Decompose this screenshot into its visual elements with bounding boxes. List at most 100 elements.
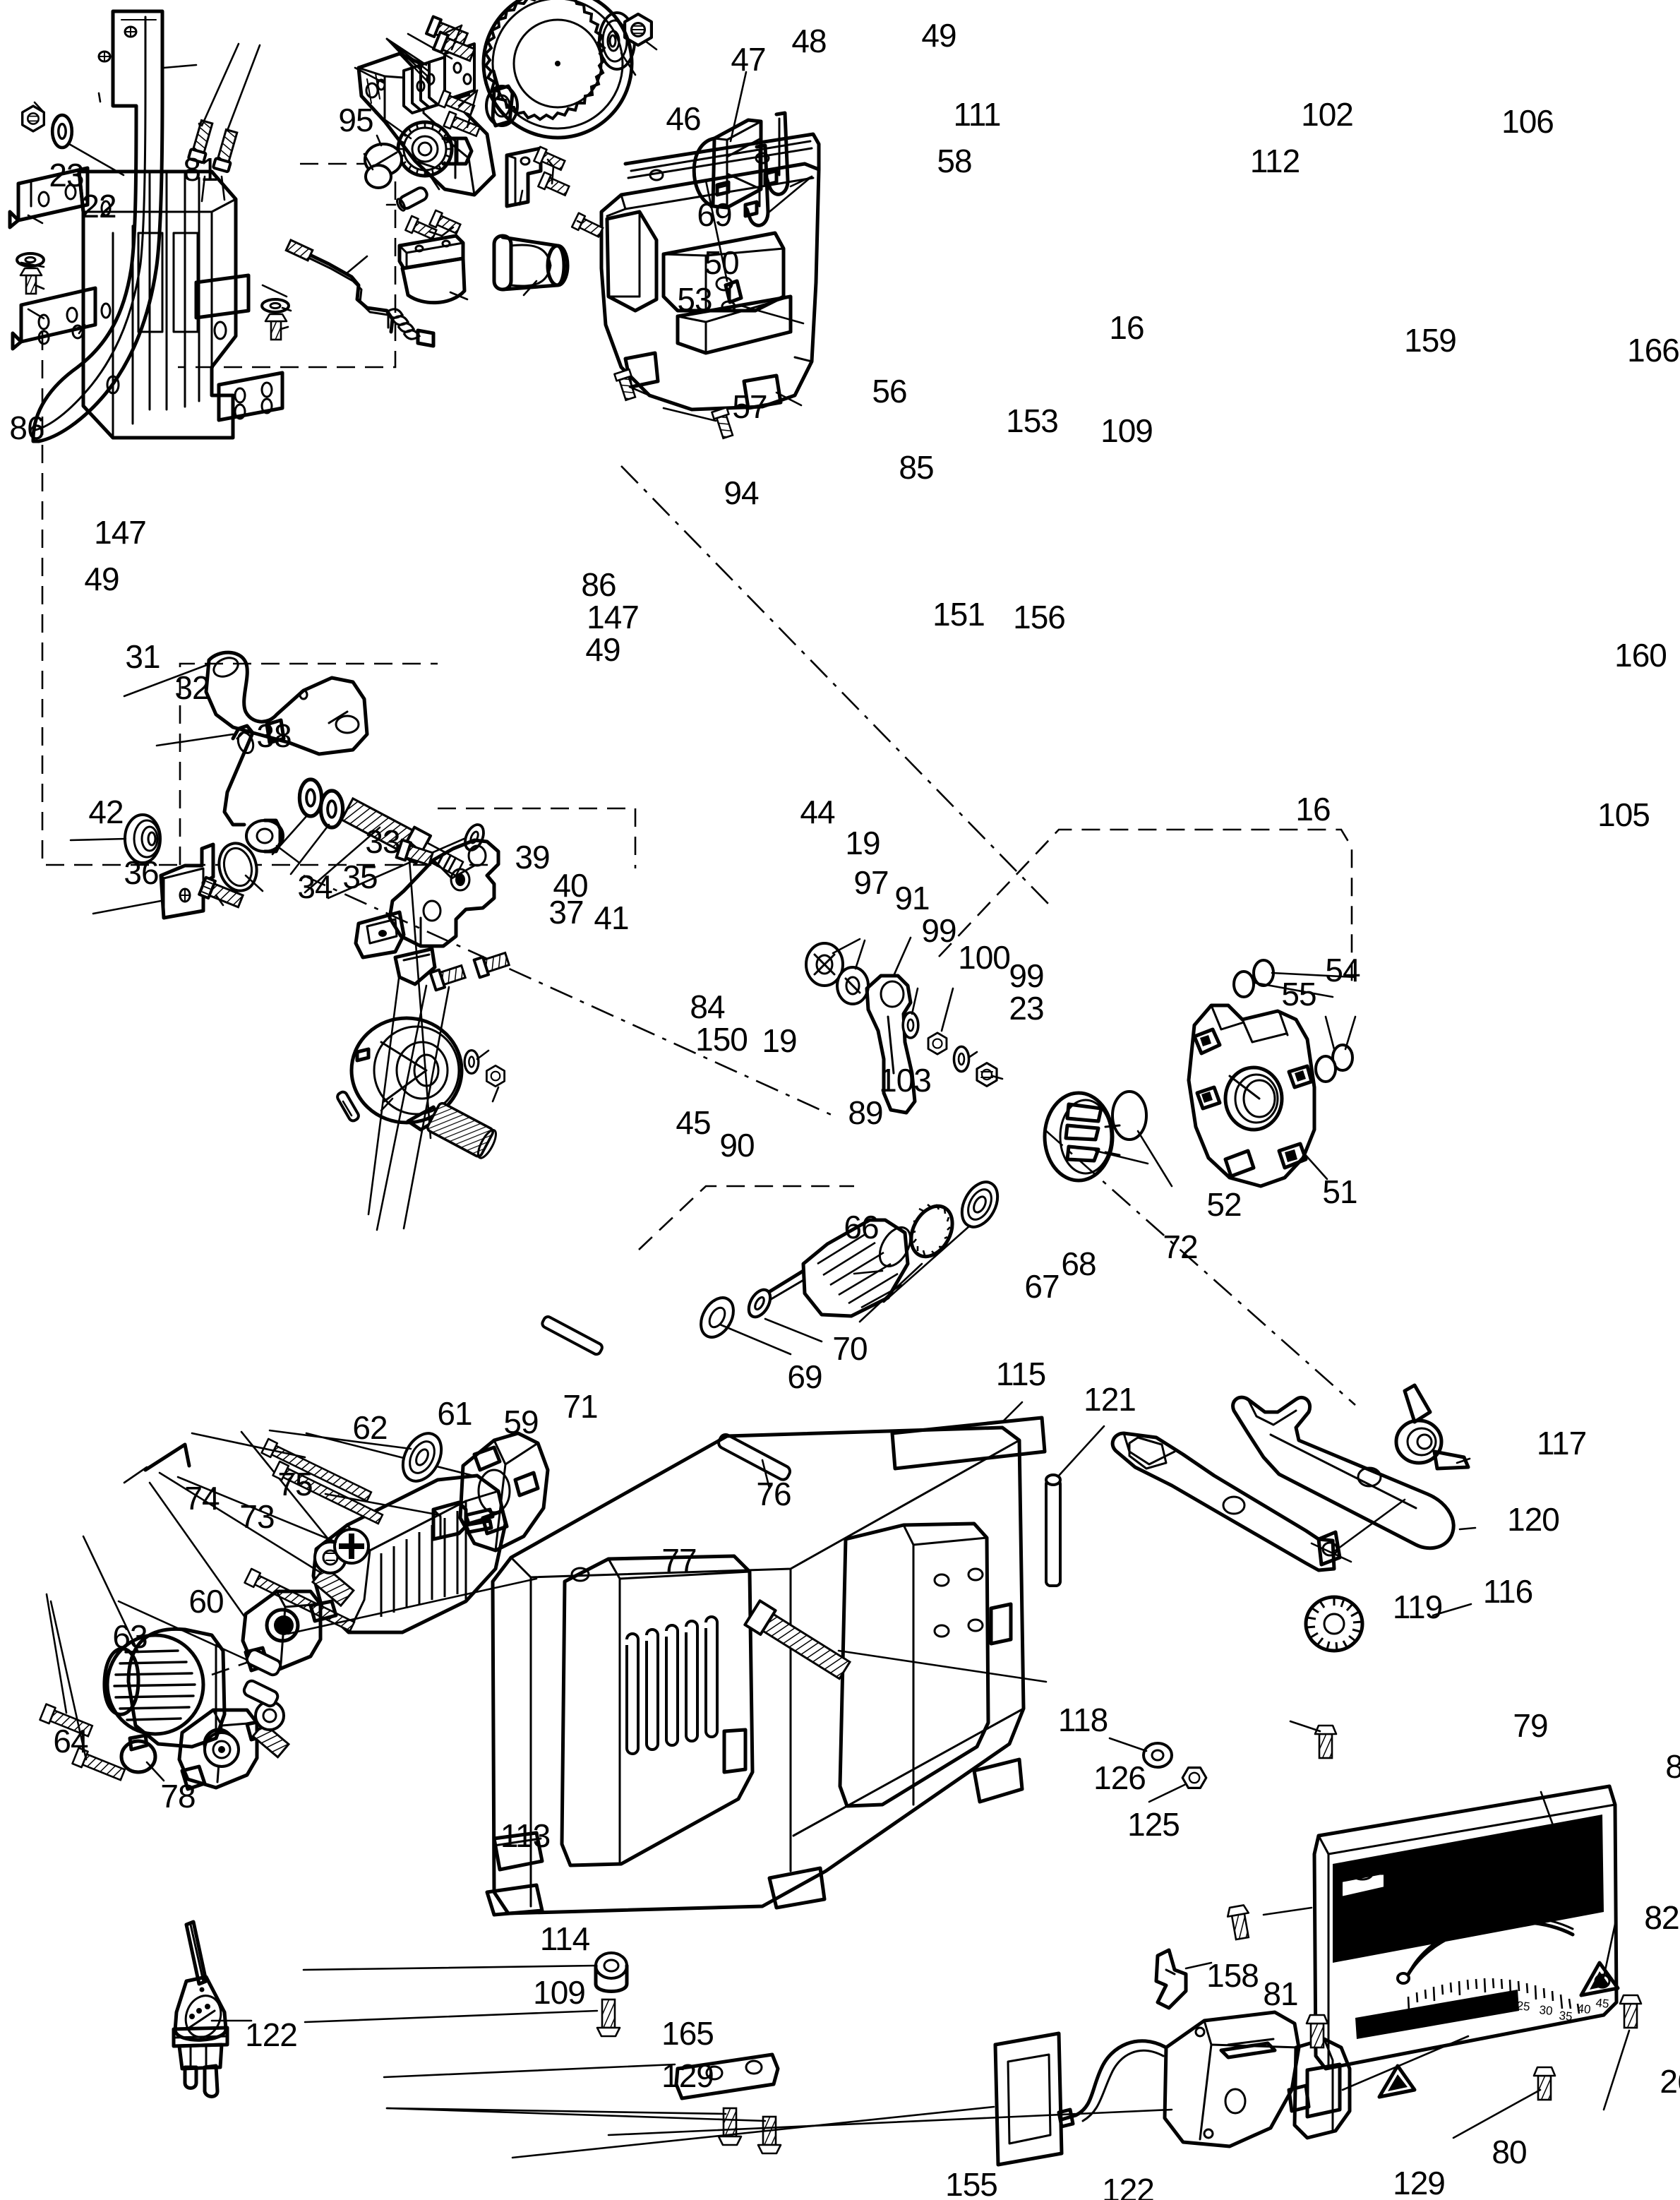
bevel-scale-tick-40: 40: [1576, 2002, 1592, 2016]
part-63-fan-housing: [39, 1535, 282, 1782]
part-166-cable-ties: [743, 111, 813, 227]
part-callout-51: 51: [1322, 1173, 1357, 1210]
part-103: [463, 1048, 480, 1075]
part-callout-112: 112: [1249, 143, 1300, 179]
part-callout-111: 111: [953, 96, 1002, 133]
part-109-screw: [596, 1998, 621, 2038]
part-callout-94: 94: [724, 474, 759, 511]
part-callout-75: 75: [277, 1466, 313, 1502]
part-callout-85: 85: [899, 449, 934, 486]
part-callout-72: 72: [1163, 1228, 1198, 1265]
part-57-pin: [395, 186, 428, 212]
part-60-pin: [245, 1648, 282, 1677]
part-100-nut: [927, 1032, 948, 1056]
part-53-cap: [364, 164, 392, 189]
part-51-gearcase: [1187, 959, 1357, 1188]
part-callout-19: 19: [845, 825, 880, 861]
part-callout-81: 81: [1263, 1975, 1298, 2012]
part-23-nut: [976, 1062, 998, 1087]
part-callout-82: 82: [1644, 1899, 1679, 1936]
part-38-spring: [155, 724, 255, 827]
part-callout-59: 59: [503, 1404, 539, 1440]
part-callout-116: 116: [1482, 1573, 1533, 1610]
part-165-plate: [674, 2052, 780, 2100]
part-callout-63: 63: [112, 1618, 148, 1655]
part-callout-31: 31: [125, 638, 160, 675]
part-callout-23: 23: [49, 157, 84, 193]
part-79-knob: [1304, 1595, 1364, 1653]
part-callout-121: 121: [1084, 1381, 1136, 1418]
part-callout-58: 58: [937, 143, 972, 179]
part-callout-151: 151: [932, 596, 985, 633]
part-52-gasket: [1111, 1090, 1148, 1141]
part-callout-71: 71: [563, 1388, 598, 1425]
part-75-cap: [333, 1528, 370, 1565]
part-90-handwheel: [336, 1016, 505, 1159]
part-89: [486, 1064, 505, 1088]
part-callout-115: 115: [995, 1356, 1046, 1392]
part-97-washer: [836, 966, 870, 1005]
part-32-trunnion-arm: [123, 650, 369, 756]
part-callout-80: 80: [1492, 2134, 1527, 2170]
part-callout-47: 47: [731, 41, 766, 78]
part-callout-49: 49: [84, 561, 119, 597]
part-callout-118: 118: [1057, 1702, 1108, 1738]
part-118-bolt: [743, 1599, 852, 1680]
part-callout-129: 129: [1393, 2165, 1446, 2200]
part-76-pin: [717, 1433, 791, 1481]
part-121-rod: [1045, 1473, 1062, 1587]
part-callout-16: 16: [1109, 309, 1144, 346]
warning-triangle-icon: [1579, 1961, 1620, 1997]
part-155-gasket: [993, 2031, 1064, 2167]
part-callout-122: 122: [245, 2016, 298, 2053]
part-callout-150: 150: [695, 1021, 748, 1058]
part-callout-57: 57: [732, 388, 767, 425]
part-callout-34: 34: [297, 868, 332, 905]
part-callout-117: 117: [1536, 1425, 1587, 1461]
part-callout-44: 44: [800, 794, 835, 830]
part-callout-91: 91: [894, 880, 930, 916]
part-callout-102: 102: [1301, 96, 1354, 133]
part-callout-159: 159: [1404, 322, 1457, 359]
part-125-nut: [1181, 1766, 1208, 1789]
part-120-wrench: [1110, 1383, 1568, 1864]
part-callout-48: 48: [791, 23, 827, 59]
part-156-dust-port: [492, 234, 570, 297]
part-95-blade-guard: [31, 9, 261, 443]
part-callout-66: 66: [844, 1209, 879, 1245]
part-46-guard-bracket: [354, 15, 496, 197]
part-callout-33: 33: [365, 823, 400, 860]
bevel-scale-tick-10: 10: [1448, 2003, 1463, 2018]
bevel-scale-tick-15: 15: [1470, 1999, 1486, 2014]
part-44-bevel-lever: [354, 838, 511, 1231]
part-callout-86: 86: [9, 409, 44, 446]
part-callout-67: 67: [1024, 1268, 1060, 1305]
bevel-scale-tick-35: 35: [1558, 2009, 1573, 2023]
part-102-arbor-nut: [625, 14, 652, 45]
leader-22: [52, 114, 61, 126]
part-105-blade-housing: [570, 132, 821, 440]
part-callout-37: 37: [548, 894, 584, 931]
part-callout-166: 166: [1627, 332, 1680, 369]
part-callout-62: 62: [352, 1409, 388, 1446]
leader-23: [33, 101, 44, 113]
part-117-wing-knob: [1394, 1383, 1471, 1471]
part-callout-97: 97: [853, 864, 889, 901]
part-callout-119: 119: [1392, 1589, 1443, 1625]
part-158-clip: [1154, 1948, 1213, 2010]
part-callout-69: 69: [787, 1358, 822, 1395]
part-callout-36: 36: [124, 854, 159, 891]
part-callout-165: 165: [661, 2015, 714, 2052]
part-callout-160: 160: [1614, 637, 1667, 674]
part-callout-77: 77: [661, 1542, 697, 1579]
part-carriage-frame: [8, 166, 292, 440]
part-122-power-plug: [172, 1920, 253, 2098]
part-callout-155: 155: [945, 2166, 998, 2200]
part-callout-156: 156: [1013, 599, 1066, 635]
warning-triangle-icon-2: [1377, 2064, 1417, 2099]
part-callout-35: 35: [342, 859, 378, 895]
part-68-bearing: [960, 1180, 1000, 1228]
part-callout-113: 113: [500, 1817, 551, 1854]
part-callout-89: 89: [848, 1094, 883, 1131]
